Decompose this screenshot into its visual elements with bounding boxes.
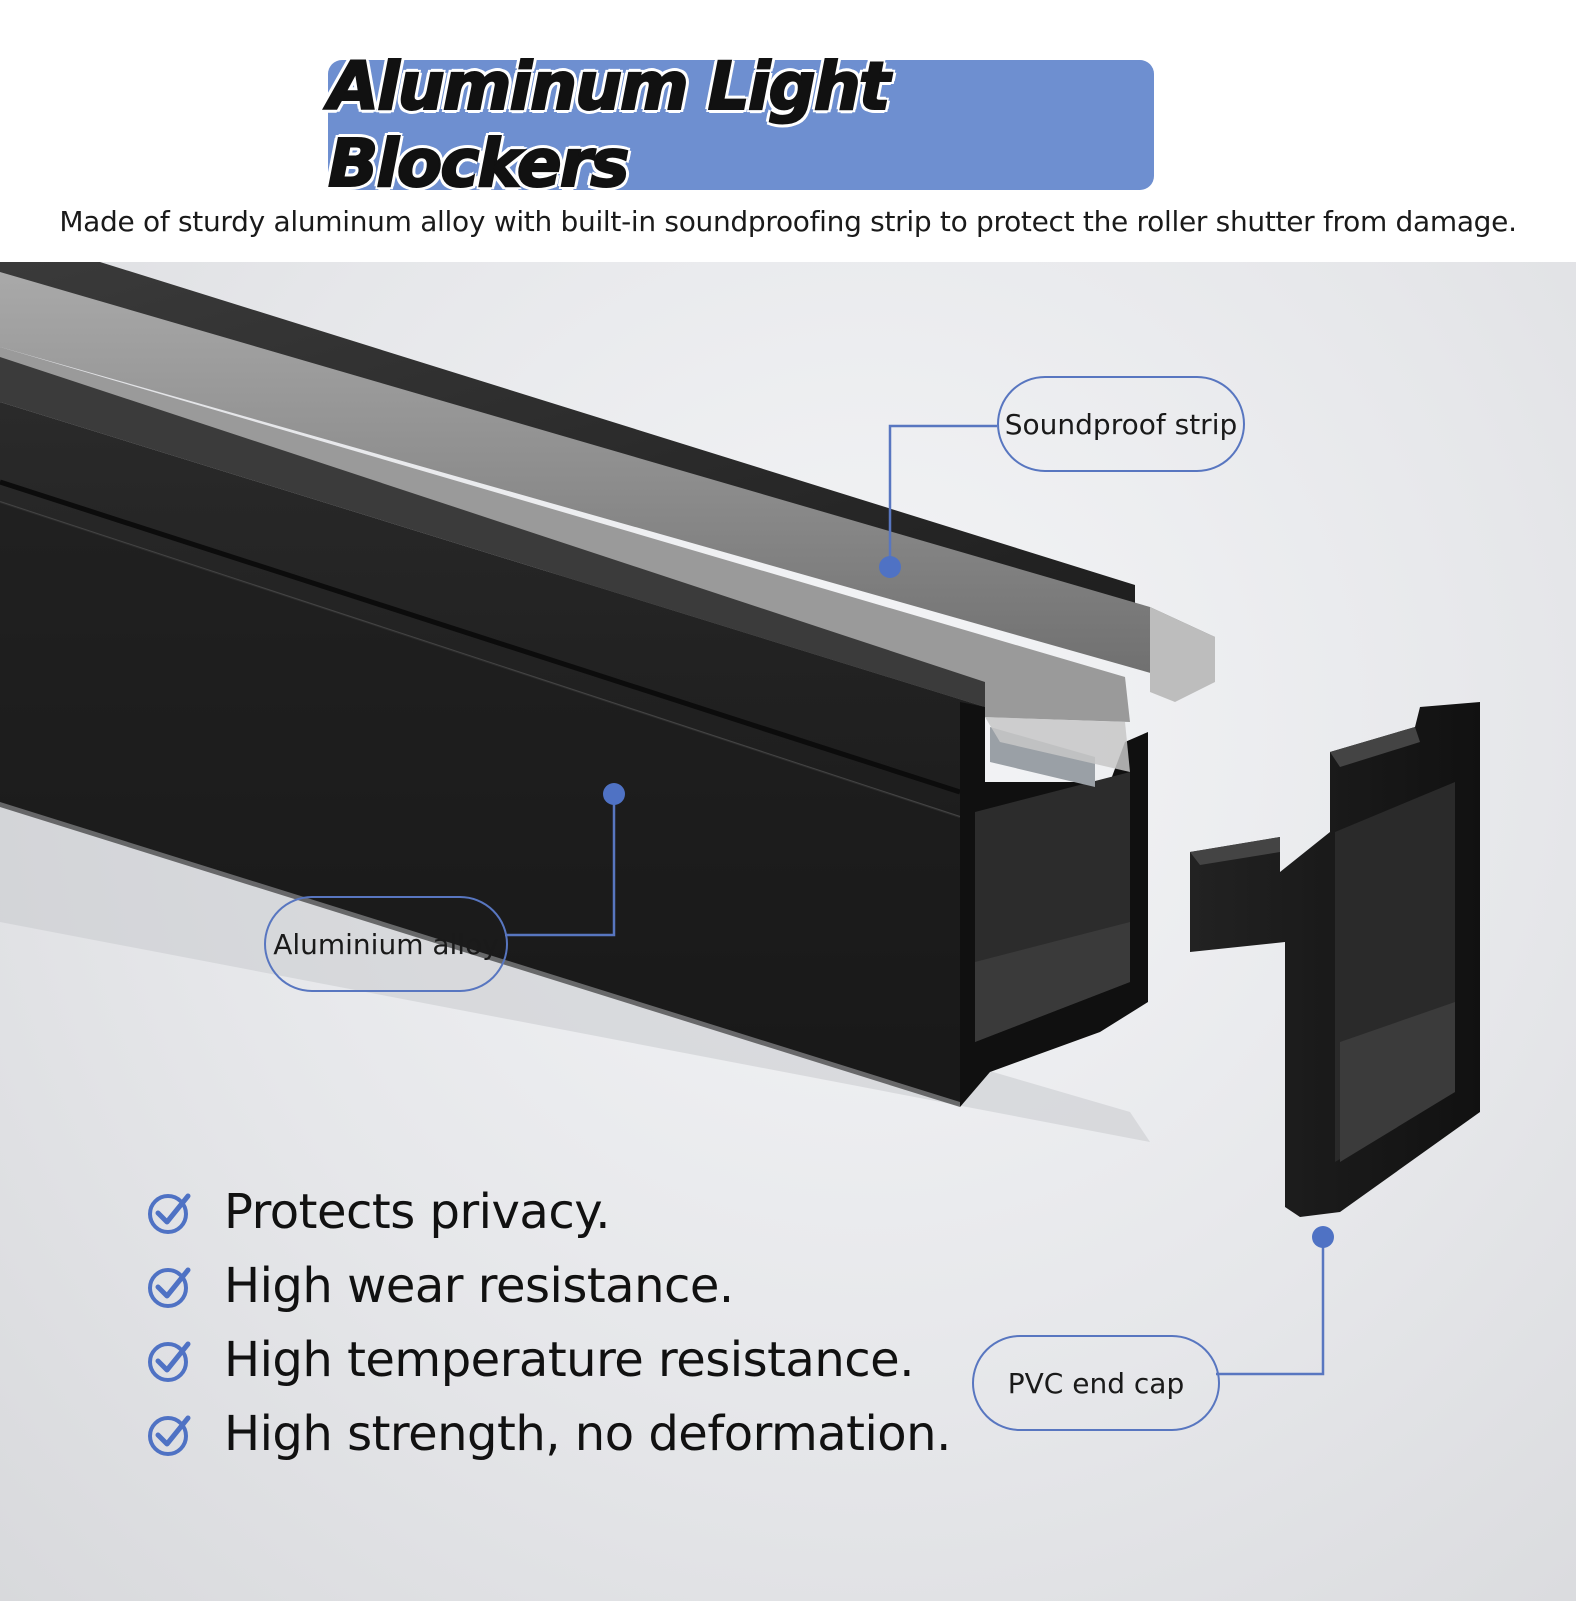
alloy-leader-line (505, 794, 616, 937)
page-title: Aluminum Light Blockers (327, 47, 891, 203)
feature-item: Protects privacy. (146, 1175, 951, 1249)
groove-line-1 (0, 479, 961, 795)
page-subtitle: Made of sturdy aluminum alloy with built… (59, 205, 1517, 238)
feature-text: High strength, no deformation. (224, 1406, 951, 1462)
check-circle-icon (148, 1193, 191, 1234)
feature-item: High temperature resistance. (146, 1323, 951, 1397)
callout-pvc-end-cap: PVC end cap (972, 1335, 1220, 1431)
callout-label: Soundproof strip (1004, 407, 1238, 441)
soundproof-leader-line (888, 424, 997, 567)
product-photo: Soundproof strip Aluminium alloy PVC end… (0, 262, 1576, 1601)
header: Aluminum Light Blockers Made of sturdy a… (0, 0, 1576, 262)
felt-end (1150, 607, 1215, 702)
feature-text: High wear resistance. (224, 1258, 734, 1314)
feature-item: High strength, no deformation. (146, 1397, 951, 1471)
check-circle-icon (148, 1341, 191, 1382)
soundproof-dot (879, 556, 901, 578)
callout-label: Aluminium alloy (273, 927, 499, 961)
feature-text: Protects privacy. (224, 1184, 611, 1240)
callout-soundproof-strip: Soundproof strip (997, 376, 1245, 472)
callout-label: PVC end cap (1007, 1366, 1185, 1400)
lower-felt-strip (0, 347, 1130, 722)
title-banner: Aluminum Light Blockers (327, 47, 1154, 203)
front-lip (0, 357, 985, 707)
feature-item: High wear resistance. (146, 1249, 951, 1323)
alloy-dot (603, 783, 625, 805)
endcap-dot (1312, 1226, 1334, 1248)
endcap-leader-line (1216, 1237, 1325, 1376)
product-illustration (0, 262, 1480, 1376)
upper-felt-strip (0, 272, 1215, 687)
feature-text: High temperature resistance. (224, 1332, 914, 1388)
feature-list: Protects privacy. High wear resistance. … (146, 1175, 951, 1471)
check-circle-icon (148, 1415, 191, 1456)
callout-aluminium-alloy: Aluminium alloy (264, 896, 508, 992)
check-circle-icon (148, 1267, 191, 1308)
